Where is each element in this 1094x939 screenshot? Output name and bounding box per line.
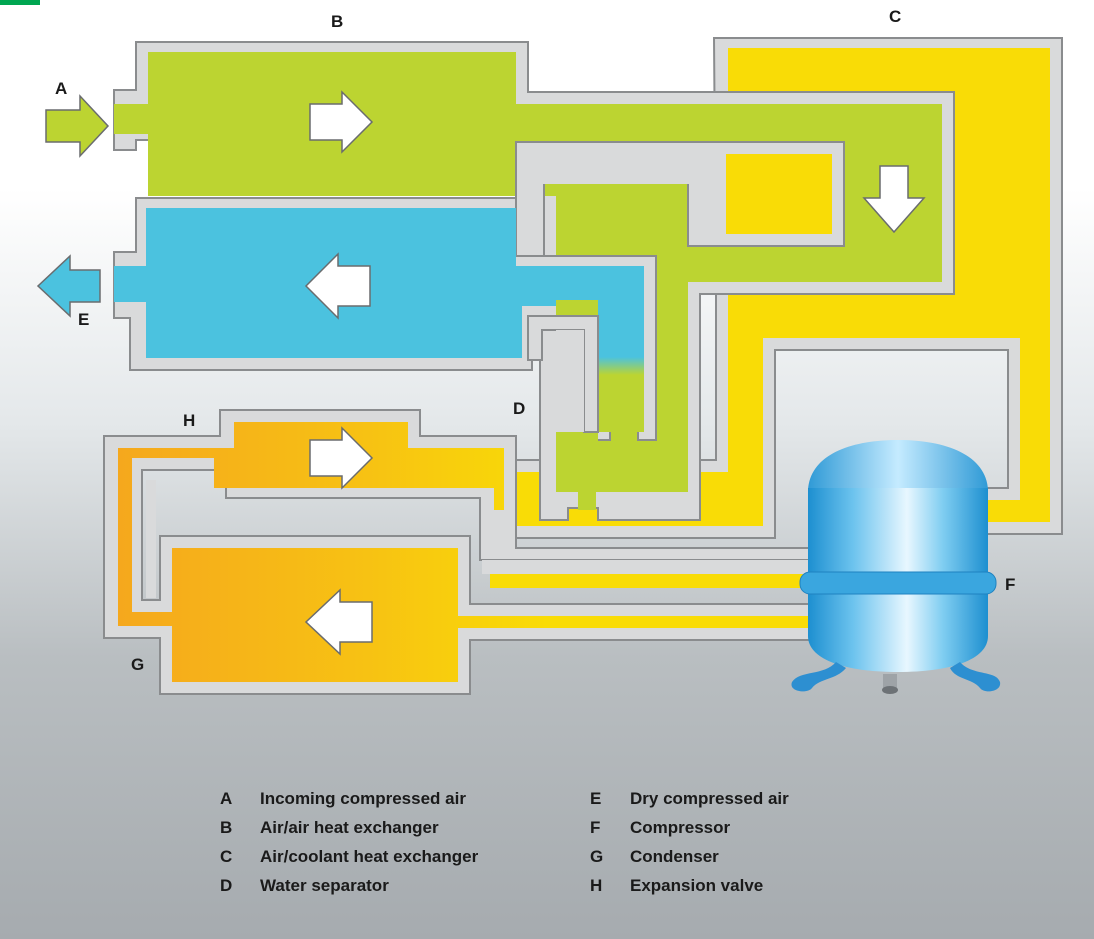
label-a: A [55,79,67,98]
legend-item-b: B Air/air heat exchanger [220,813,590,842]
legend-text: Compressor [630,817,731,837]
legend-item-c: C Air/coolant heat exchanger [220,842,590,871]
label-b: B [331,12,343,31]
refrigerant-loop-gh [103,409,921,695]
legend: A Incoming compressed air B Air/air heat… [220,784,980,924]
arrow-g-icon [304,588,373,656]
legend-key: E [590,788,602,808]
dry-air-return [113,197,657,490]
legend-item-h: H Expansion valve [590,871,960,900]
legend-text: Condenser [630,846,719,866]
legend-item-d: D Water separator [220,871,590,900]
arrow-e-icon [36,254,101,318]
legend-item-a: A Incoming compressed air [220,784,590,813]
legend-item-f: F Compressor [590,813,960,842]
label-h: H [183,411,195,430]
legend-key: A [220,788,233,808]
arrow-return-icon [304,252,371,320]
legend-text: Incoming compressed air [260,788,466,808]
label-e: E [78,310,89,329]
label-g: G [131,655,144,674]
legend-text: Air/coolant heat exchanger [260,846,479,866]
air-air-exchanger-b [113,41,955,521]
arrow-b-icon [309,90,374,154]
legend-item-g: G Condenser [590,842,960,871]
legend-key: H [590,875,603,895]
arrow-c-icon [862,165,926,234]
legend-text: Dry compressed air [630,788,789,808]
label-f: F [1005,575,1015,594]
label-d: D [513,399,525,418]
legend-key: G [590,846,604,866]
legend-text: Expansion valve [630,875,764,895]
legend-key: B [220,817,233,837]
arrow-h-icon [309,426,374,490]
label-c: C [889,7,901,26]
arrow-a-icon [45,94,110,158]
legend-key: C [220,846,233,866]
legend-key: F [590,817,601,837]
legend-text: Air/air heat exchanger [260,817,439,837]
flow-arrows [36,90,926,656]
corner-tab [0,0,40,5]
compressor-icon [791,440,1001,694]
legend-text: Water separator [260,875,389,895]
legend-key: D [220,875,233,895]
legend-item-e: E Dry compressed air [590,784,960,813]
